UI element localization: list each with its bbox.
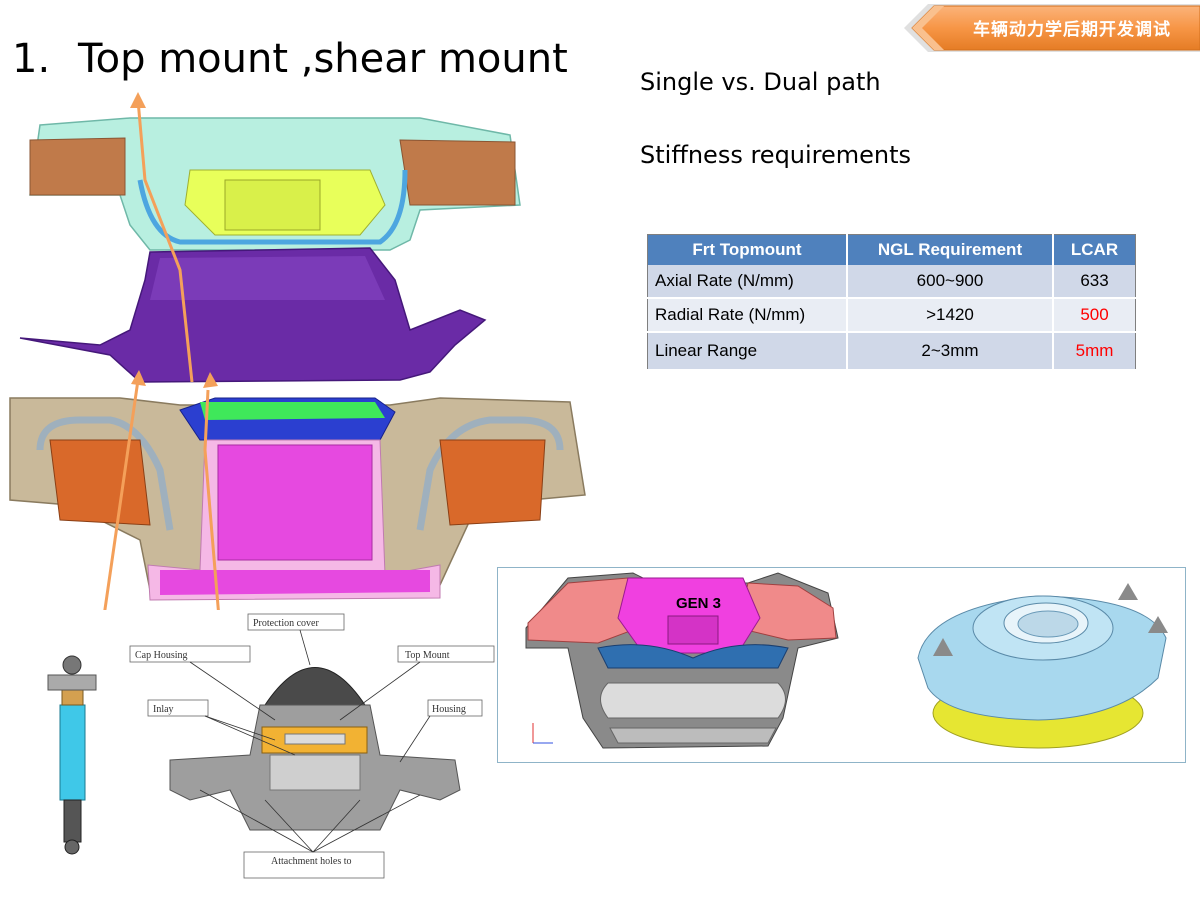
label-attachment-holes: Attachment holes to	[271, 856, 352, 867]
title-text: Top mount ,shear mount	[78, 36, 568, 82]
upper-cap-part	[29, 117, 521, 251]
exploded-top-mount-illustration	[9, 92, 586, 610]
cross-section-part	[169, 667, 461, 831]
lower-housing-part	[9, 397, 586, 601]
label-top-mount: Top Mount	[405, 650, 450, 661]
gen3-label: GEN 3	[676, 595, 721, 612]
table-cell-highlight: 500	[1053, 298, 1136, 333]
arrow-head-icon	[130, 92, 146, 108]
table-row: Radial Rate (N/mm) >1420 500	[647, 298, 1136, 333]
table-cell: 633	[1053, 265, 1136, 299]
section-banner: 车辆动力学后期开发调试	[900, 2, 1200, 54]
banner-text: 车辆动力学后期开发调试	[973, 20, 1171, 40]
label-leader-lines	[189, 629, 431, 853]
slide-title: 1. Top mount ,shear mount	[12, 36, 568, 82]
purple-rubber-part	[19, 247, 487, 383]
table-header-row: Frt Topmount NGL Requirement LCAR	[647, 234, 1136, 265]
table-cell: >1420	[847, 298, 1054, 333]
stiffness-requirements-text: Stiffness requirements	[640, 141, 912, 169]
banner-arrow-shape	[904, 4, 1200, 52]
table-cell: Axial Rate (N/mm)	[647, 265, 848, 299]
stiffness-table: Frt Topmount NGL Requirement LCAR Axial …	[647, 234, 1136, 371]
table-row: Linear Range 2~3mm 5mm	[647, 332, 1136, 371]
header-lcar: LCAR	[1053, 234, 1136, 265]
table-cell: 2~3mm	[847, 332, 1054, 371]
table-cell: 600~900	[847, 265, 1054, 299]
arrow-head-icon	[131, 370, 146, 386]
drawing-label-boxes	[129, 613, 495, 879]
label-cap-housing: Cap Housing	[135, 650, 188, 661]
table-cell: Linear Range	[647, 332, 848, 371]
table-cell-highlight: 5mm	[1053, 332, 1136, 371]
header-frt-topmount: Frt Topmount	[647, 234, 848, 265]
table-row: Axial Rate (N/mm) 600~900 633	[647, 265, 1136, 299]
gen3-3d-model	[917, 583, 1168, 749]
label-protection-cover: Protection cover	[253, 618, 319, 629]
label-inlay: Inlay	[153, 704, 174, 715]
gen3-mount-illustrations: GEN 3	[525, 572, 1168, 749]
header-ngl-requirement: NGL Requirement	[847, 234, 1054, 265]
single-vs-dual-text: Single vs. Dual path	[640, 68, 881, 96]
gen3-cross-section: GEN 3	[525, 572, 839, 749]
arrow-head-icon	[203, 372, 218, 388]
damper-strut-illustration	[47, 655, 97, 855]
label-housing: Housing	[432, 704, 466, 715]
gen3-mount-images-panel: GEN 3	[497, 567, 1186, 763]
table-cell: Radial Rate (N/mm)	[647, 298, 848, 333]
title-number: 1.	[12, 36, 51, 82]
load-path-arrows	[103, 99, 220, 610]
top-mount-cross-section-drawing: Protection cover Cap Housing Top Mount I…	[47, 613, 495, 879]
